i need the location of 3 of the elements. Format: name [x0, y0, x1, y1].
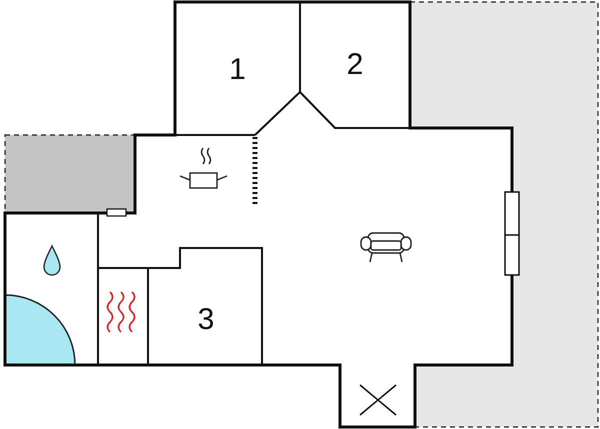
room-number: 3 [198, 305, 214, 335]
room-number: 2 [346, 50, 364, 80]
room-number: 1 [229, 55, 246, 85]
